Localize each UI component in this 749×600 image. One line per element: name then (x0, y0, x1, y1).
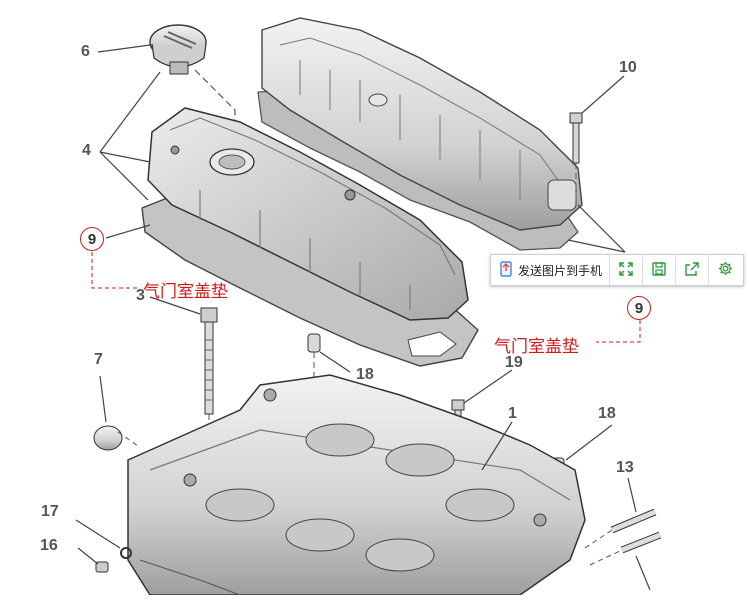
callout-9-right: 9 (627, 296, 651, 320)
callout-1: 1 (508, 405, 517, 422)
plug-7 (93, 425, 139, 451)
callout-3: 3 (136, 287, 145, 304)
bolt-10 (569, 112, 583, 200)
oil-filler-cap (149, 24, 207, 75)
leader-lines (75, 44, 651, 591)
cylinder-head-bolt (200, 307, 218, 470)
share-button[interactable] (676, 255, 710, 285)
gasket-label-right: 气门室盖垫 (494, 337, 579, 357)
red-leaders (91, 252, 641, 343)
front-gasket (141, 194, 479, 367)
callout-4: 4 (82, 142, 91, 159)
front-valve-cover (147, 107, 469, 321)
callout-13: 13 (616, 459, 634, 476)
share-icon (685, 261, 699, 279)
save-button[interactable] (643, 255, 677, 285)
callout-9-left: 9 (80, 227, 104, 251)
image-toolbar: 发送图片到手机 (490, 254, 744, 286)
callout-7: 7 (94, 351, 103, 368)
callout-17: 17 (41, 503, 59, 520)
save-icon (652, 261, 666, 279)
callout-18-top: 18 (356, 366, 374, 383)
callout-18-right: 18 (598, 405, 616, 422)
phone-send-icon (499, 260, 513, 280)
dowel-18-left (307, 333, 321, 398)
studs-13 (584, 508, 662, 566)
settings-button[interactable] (709, 255, 741, 285)
gasket-label-left: 气门室盖垫 (143, 282, 228, 302)
settings-icon (718, 261, 733, 279)
fullscreen-button[interactable] (610, 255, 644, 285)
send-to-phone-label: 发送图片到手机 (518, 263, 603, 278)
callout-19: 19 (505, 354, 523, 371)
send-to-phone-button[interactable]: 发送图片到手机 (491, 255, 611, 285)
callout-16: 16 (40, 537, 58, 554)
callout-10: 10 (619, 59, 637, 76)
washer-and-bolt (95, 547, 132, 573)
callout-6: 6 (81, 43, 90, 60)
cylinder-head (127, 374, 586, 596)
fullscreen-icon (619, 261, 633, 279)
